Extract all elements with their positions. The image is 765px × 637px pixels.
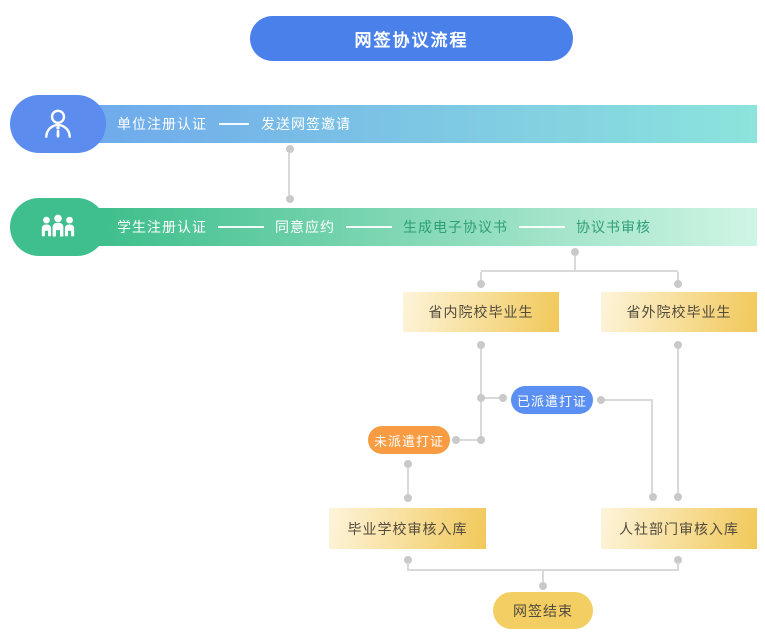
connector-dot <box>499 394 507 402</box>
connector-dot <box>477 394 485 402</box>
connector-line <box>605 399 653 401</box>
connector-line <box>407 468 409 494</box>
connector-line <box>677 349 679 493</box>
step-agree-offer: 同意应约 <box>275 219 335 235</box>
hr-review-box: 人社部门审核入库 <box>601 508 757 549</box>
connector-line <box>407 562 409 571</box>
connector-dot <box>286 195 294 203</box>
connector-dot <box>571 248 579 256</box>
people-icon <box>41 214 75 237</box>
student-capsule <box>10 198 106 256</box>
step-unit-register: 单位注册认证 <box>117 116 207 132</box>
connector-dot <box>539 582 547 590</box>
connector-line <box>677 562 679 571</box>
out-province-box: 省外院校毕业生 <box>601 292 757 332</box>
connector-dot <box>674 556 682 564</box>
connector-dot <box>404 494 412 502</box>
step-agreement-review: 协议书审核 <box>576 219 651 235</box>
connector-dot <box>404 460 412 468</box>
out-province-label: 省外院校毕业生 <box>626 304 732 320</box>
connector-line <box>542 571 544 582</box>
connector-dot <box>452 436 460 444</box>
finish-pill: 网签结束 <box>493 592 593 629</box>
step-generate-agreement: 生成电子协议书 <box>403 219 508 235</box>
connector-dot <box>674 280 682 288</box>
step-connector-dash <box>519 226 565 228</box>
connector-line <box>481 270 678 272</box>
connector-line <box>485 397 500 399</box>
connector-line <box>651 401 653 493</box>
step-connector-dash <box>219 123 249 125</box>
step-student-register: 学生注册认证 <box>117 219 207 235</box>
connector-line <box>480 272 482 281</box>
school-review-box: 毕业学校审核入库 <box>329 508 486 549</box>
step-connector-dash <box>346 226 392 228</box>
connector-line <box>407 569 679 571</box>
unit-capsule <box>10 95 106 153</box>
connector-dot <box>477 280 485 288</box>
connector-dot <box>674 493 682 501</box>
connector-line <box>574 256 576 272</box>
dispatched-label: 已派遣打证 <box>516 393 587 409</box>
connector-dot <box>286 145 294 153</box>
connector-line <box>480 349 482 437</box>
title-pill: 网签协议流程 <box>250 16 573 61</box>
finish-label: 网签结束 <box>513 602 573 619</box>
step-send-invite: 发送网签邀请 <box>261 116 351 132</box>
person-icon <box>45 109 71 138</box>
connector-dot <box>404 556 412 564</box>
connector-dot <box>477 341 485 349</box>
step-connector-dash <box>218 226 264 228</box>
hr-review-label: 人社部门审核入库 <box>619 520 739 537</box>
connector-dot <box>597 396 605 404</box>
not-dispatched-pill: 未派遣打证 <box>368 426 450 454</box>
unit-lane-bar: 单位注册认证 发送网签邀请 <box>95 105 757 143</box>
connector-line <box>460 439 478 441</box>
dispatched-pill: 已派遣打证 <box>511 386 593 414</box>
school-review-label: 毕业学校审核入库 <box>347 520 468 537</box>
not-dispatched-label: 未派遣打证 <box>373 433 444 449</box>
connector-dot <box>674 341 682 349</box>
in-province-label: 省内院校毕业生 <box>428 304 534 320</box>
connector-dot <box>477 436 485 444</box>
page-title: 网签协议流程 <box>354 31 469 50</box>
connector-line <box>677 272 679 281</box>
connector-dot <box>649 493 657 501</box>
connector-line <box>288 153 290 195</box>
in-province-box: 省内院校毕业生 <box>403 292 559 332</box>
student-lane-bar: 学生注册认证 同意应约 生成电子协议书 协议书审核 <box>95 208 757 246</box>
